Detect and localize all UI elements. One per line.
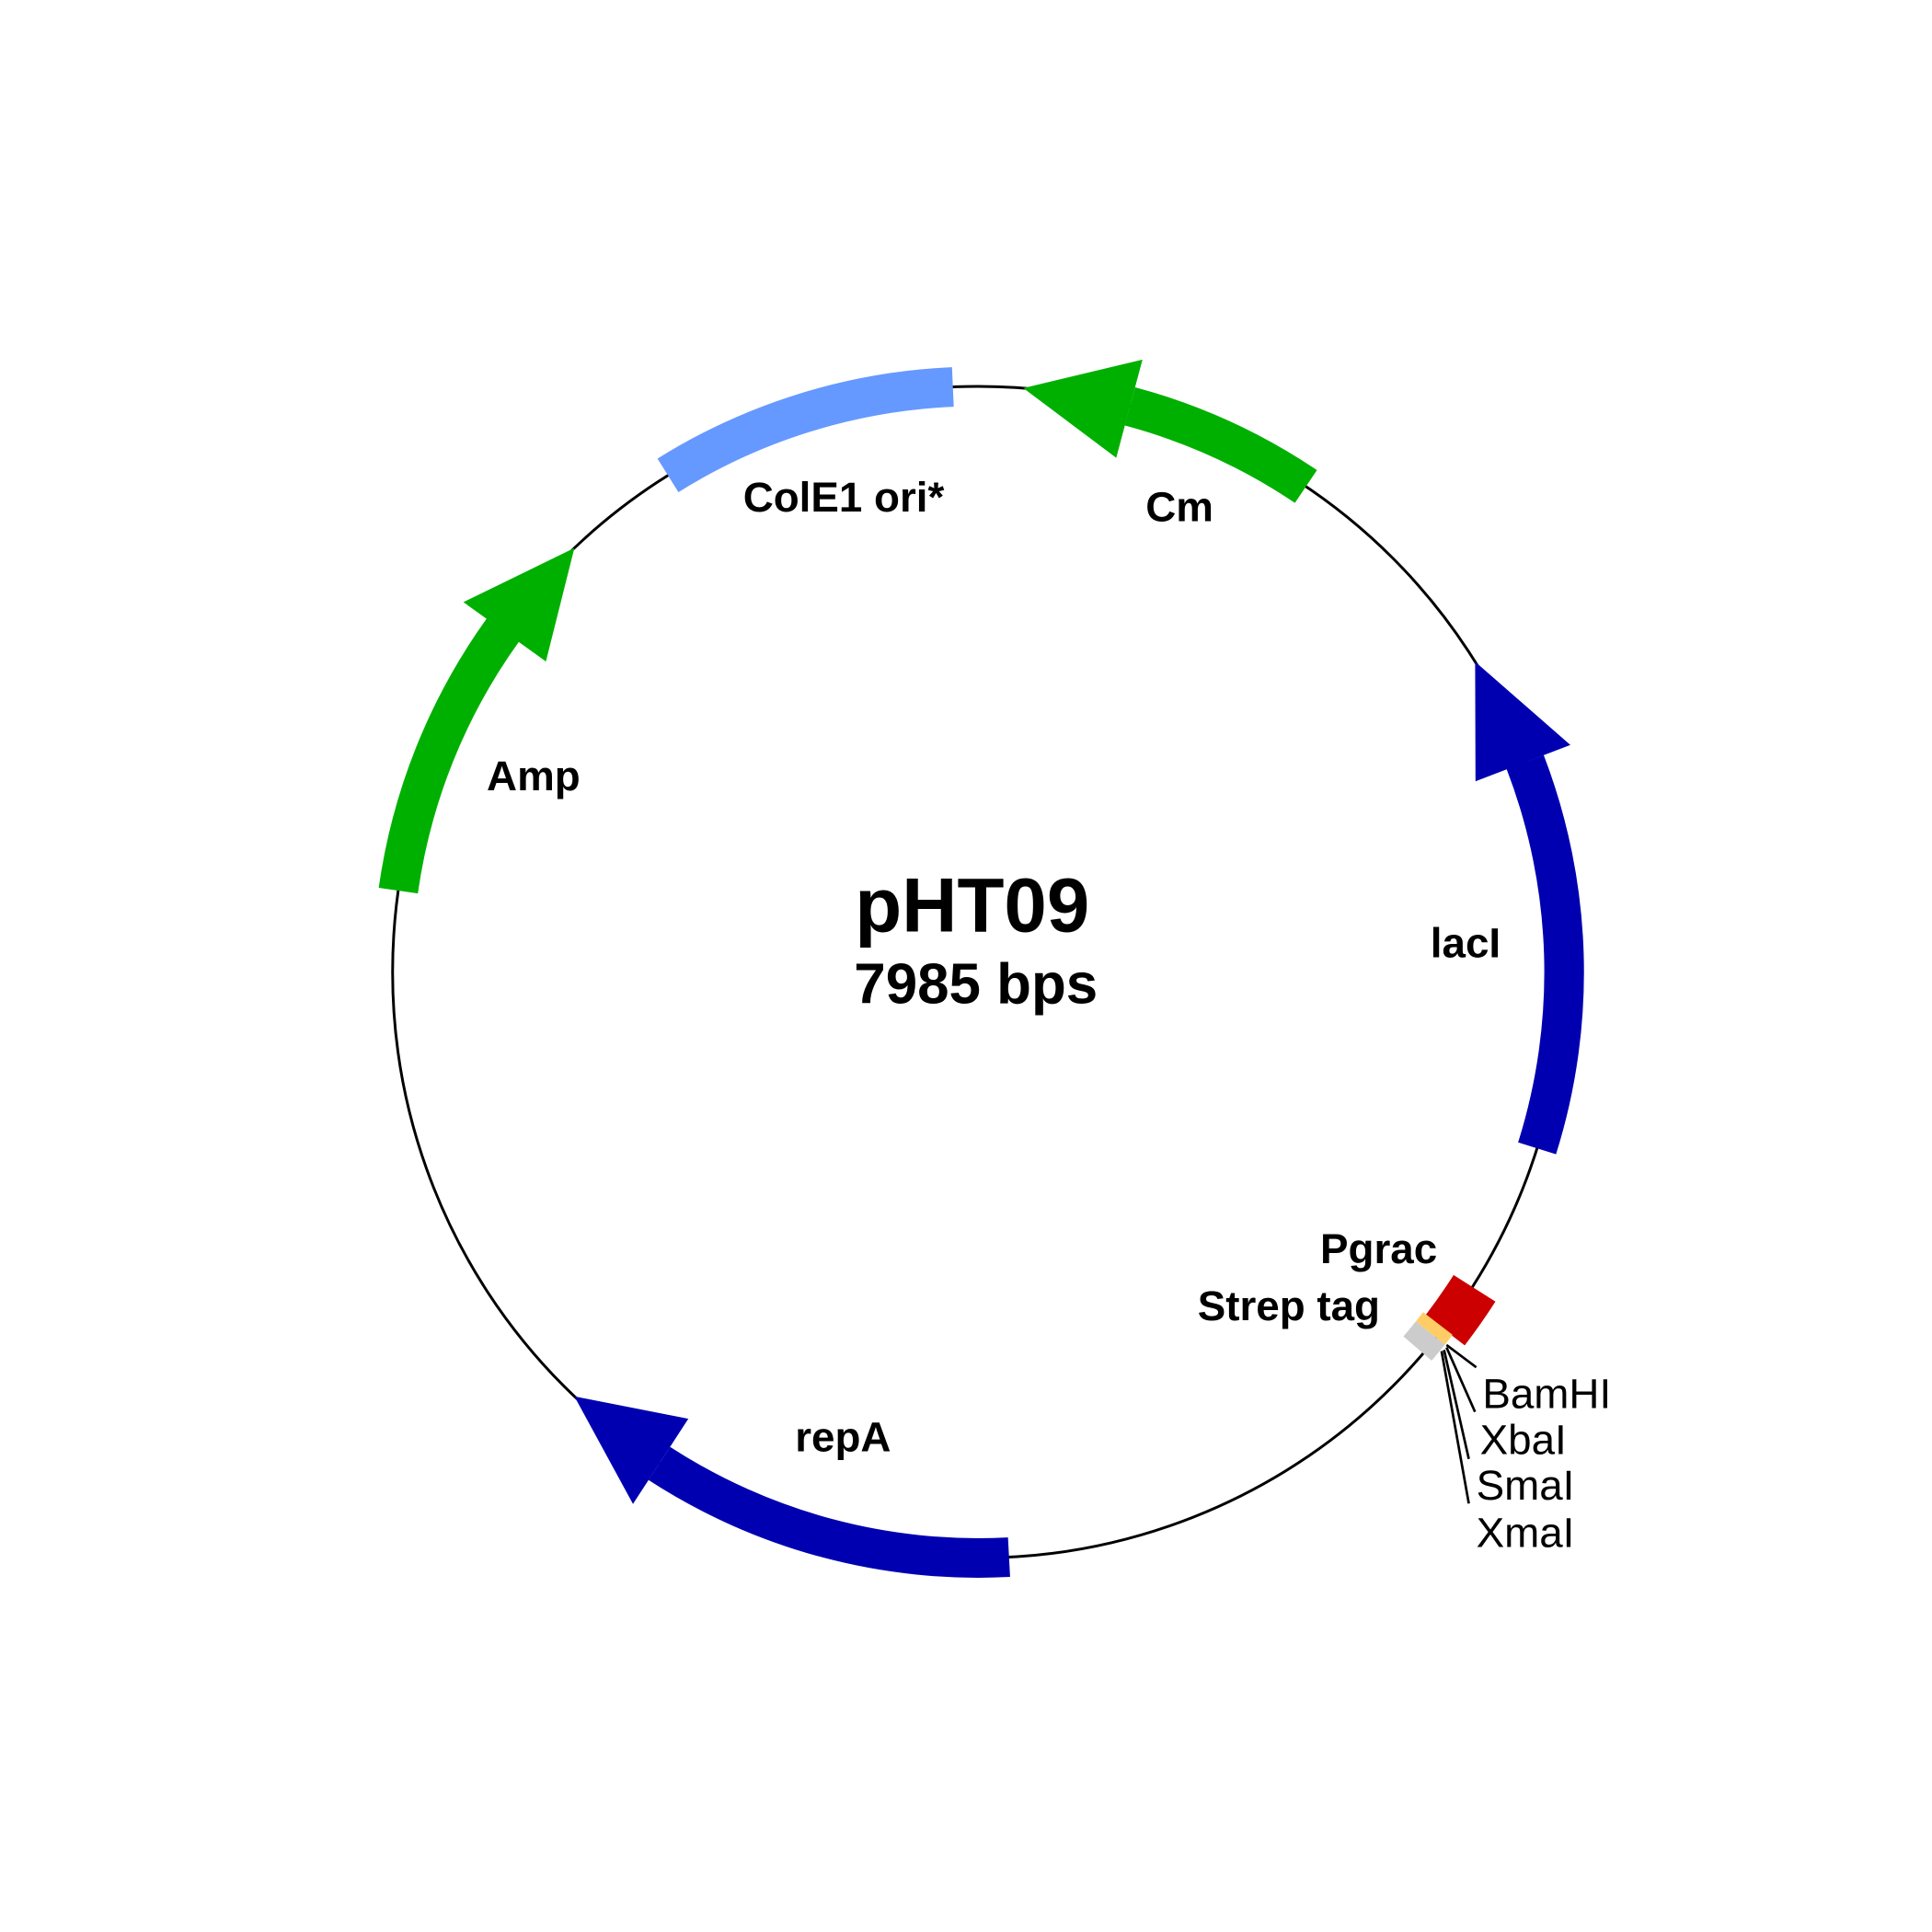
label-cole1: ColE1 ori* <box>743 474 945 521</box>
site-xbai: XbaI <box>1480 1416 1567 1463</box>
plasmid-size: 7985 bps <box>854 952 1098 1016</box>
label-pgrac: Pgrac <box>1320 1225 1437 1272</box>
site-line-xmai <box>1440 1351 1470 1504</box>
label-strep-tag: Strep tag <box>1198 1282 1380 1329</box>
site-leader-lines <box>1440 1343 1478 1504</box>
feature-strep <box>1415 1312 1453 1345</box>
site-xmai: XmaI <box>1477 1509 1575 1556</box>
site-line-smai <box>1443 1350 1470 1460</box>
plasmid-name: pHT09 <box>855 861 1089 948</box>
feature-cm <box>1023 359 1317 503</box>
label-laci: lacI <box>1431 920 1501 967</box>
label-repa: repA <box>795 1414 891 1461</box>
feature-repa <box>574 1396 1010 1578</box>
feature-mcs <box>1403 1321 1445 1362</box>
site-bamhi: BamHI <box>1482 1371 1611 1418</box>
site-smai: SmaI <box>1477 1462 1575 1509</box>
site-line-xbai <box>1445 1347 1477 1413</box>
site-line-bamhi <box>1445 1343 1478 1369</box>
label-cm: Cm <box>1145 484 1213 531</box>
feature-laci <box>1475 661 1584 1155</box>
feature-amp <box>378 547 575 894</box>
feature-cole1 <box>657 367 954 492</box>
label-amp: Amp <box>487 753 581 799</box>
